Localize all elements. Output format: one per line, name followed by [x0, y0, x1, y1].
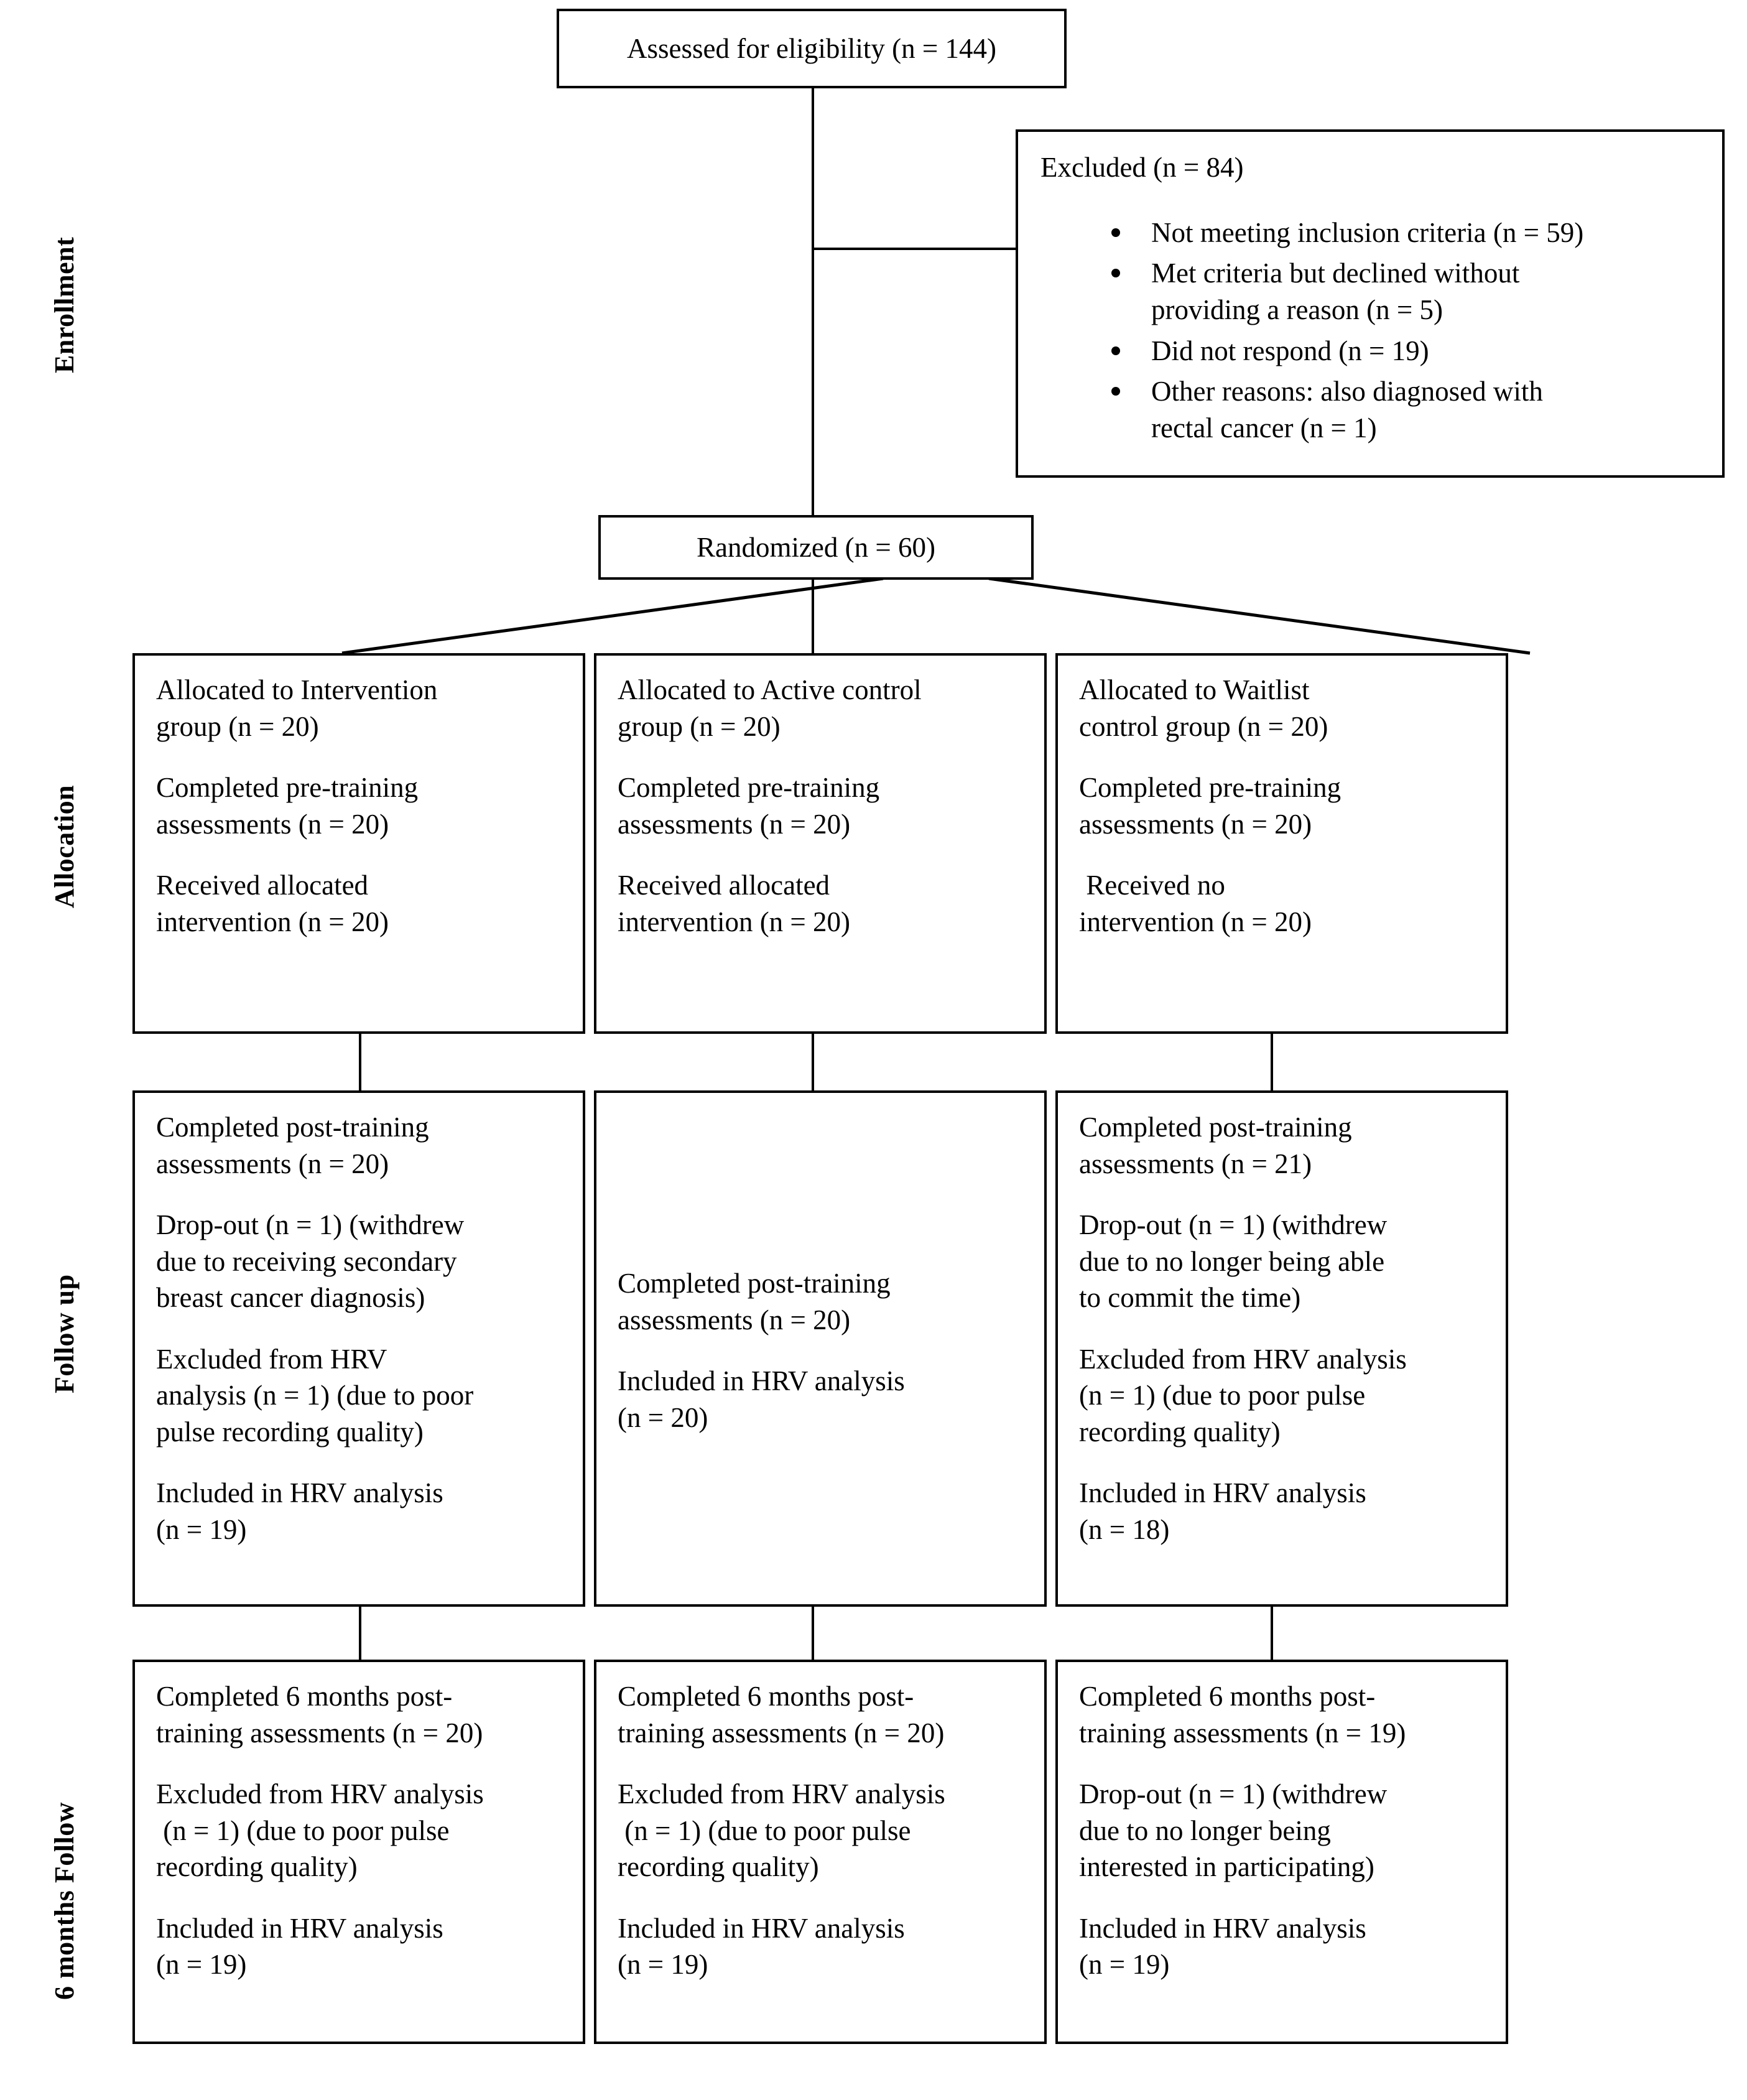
excluded-reasons-list: Not meeting inclusion criteria (n = 59) …: [1040, 215, 1701, 447]
followup-active-control-line: Included in HRV analysis (n = 20): [618, 1365, 905, 1433]
followup6-intervention-line: Excluded from HRV analysis (n = 1) (due …: [156, 1778, 484, 1882]
connector-followup-to-6months-left: [359, 1606, 361, 1661]
connector-randomized-to-active-allocation: [812, 578, 814, 653]
box-allocation-active-control: Allocated to Active control group (n = 2…: [594, 653, 1047, 1034]
allocation-active-control-line: Completed pre-training assessments (n = …: [618, 772, 880, 840]
box-followup-waitlist-control: Completed post-training assessments (n =…: [1055, 1090, 1508, 1607]
connector-followup-to-6months-right: [1271, 1606, 1273, 1661]
excluded-heading: Excluded (n = 84): [1040, 152, 1244, 183]
stage-label-followup-6-months: 6 months Follow: [49, 1802, 80, 2000]
followup-intervention-line: Drop-out (n = 1) (withdrew due to receiv…: [156, 1209, 465, 1313]
followup6-active-control-line: Excluded from HRV analysis (n = 1) (due …: [618, 1778, 945, 1882]
stage-label-enrollment: Enrollment: [49, 236, 80, 373]
allocation-intervention-line: Allocated to Intervention group (n = 20): [156, 674, 438, 742]
connector-alloc-to-followup-left: [359, 1033, 361, 1092]
connector-to-excluded-box: [812, 248, 1017, 250]
allocation-waitlist-line: Received no intervention (n = 20): [1079, 870, 1312, 937]
followup6-waitlist-line: Included in HRV analysis (n = 19): [1079, 1912, 1366, 1981]
followup-waitlist-line: Included in HRV analysis (n = 18): [1079, 1477, 1366, 1545]
followup-waitlist-line: Excluded from HRV analysis (n = 1) (due …: [1079, 1343, 1407, 1447]
followup-intervention-line: Completed post-training assessments (n =…: [156, 1112, 429, 1179]
box-followup-active-control: Completed post-training assessments (n =…: [594, 1090, 1047, 1607]
excluded-reason-item: Did not respond (n = 19): [1098, 333, 1701, 369]
followup6-waitlist-line: Completed 6 months post- training assess…: [1079, 1681, 1406, 1749]
assessed-for-eligibility-text: Assessed for eligibility (n = 144): [626, 32, 997, 64]
allocation-active-control-line: Received allocated intervention (n = 20): [618, 870, 851, 937]
box-randomized: Randomized (n = 60): [598, 515, 1034, 580]
excluded-reason-item: Other reasons: also diagnosed with recta…: [1098, 373, 1701, 447]
stage-label-followup: Follow up: [49, 1274, 80, 1393]
box-followup-intervention: Completed post-training assessments (n =…: [132, 1090, 585, 1607]
box-6months-waitlist-control: Completed 6 months post- training assess…: [1055, 1660, 1508, 2044]
followup-intervention-line: Excluded from HRV analysis (n = 1) (due …: [156, 1343, 474, 1447]
connector-assessed-to-randomized: [812, 87, 814, 516]
followup6-active-control-line: Completed 6 months post- training assess…: [618, 1681, 945, 1749]
allocation-active-control-line: Allocated to Active control group (n = 2…: [618, 674, 922, 742]
box-allocation-intervention: Allocated to Intervention group (n = 20)…: [132, 653, 585, 1034]
box-6months-active-control: Completed 6 months post- training assess…: [594, 1660, 1047, 2044]
box-allocation-waitlist-control: Allocated to Waitlist control group (n =…: [1055, 653, 1508, 1034]
allocation-waitlist-line: Completed pre-training assessments (n = …: [1079, 772, 1342, 840]
followup6-intervention-line: Included in HRV analysis (n = 19): [156, 1912, 443, 1981]
randomized-text: Randomized (n = 60): [696, 531, 936, 563]
allocation-intervention-line: Received allocated intervention (n = 20): [156, 870, 389, 937]
followup6-waitlist-line: Drop-out (n = 1) (withdrew due to no lon…: [1079, 1778, 1388, 1882]
connector-randomized-branches: [341, 577, 1531, 655]
excluded-reason-item: Not meeting inclusion criteria (n = 59): [1098, 215, 1701, 251]
followup6-intervention-line: Completed 6 months post- training assess…: [156, 1681, 483, 1749]
followup-active-control-line: Completed post-training assessments (n =…: [618, 1268, 891, 1336]
followup-waitlist-line: Completed post-training assessments (n =…: [1079, 1112, 1352, 1179]
connector-alloc-to-followup-right: [1271, 1033, 1273, 1092]
box-excluded: Excluded (n = 84) Not meeting inclusion …: [1016, 129, 1725, 478]
connector-followup-to-6months-middle: [812, 1606, 814, 1661]
allocation-waitlist-line: Allocated to Waitlist control group (n =…: [1079, 674, 1328, 742]
box-assessed-for-eligibility: Assessed for eligibility (n = 144): [557, 9, 1067, 88]
excluded-reason-item: Met criteria but declined without provid…: [1098, 255, 1701, 329]
followup-waitlist-line: Drop-out (n = 1) (withdrew due to no lon…: [1079, 1209, 1388, 1313]
allocation-intervention-line: Completed pre-training assessments (n = …: [156, 772, 419, 840]
box-6months-intervention: Completed 6 months post- training assess…: [132, 1660, 585, 2044]
followup-intervention-line: Included in HRV analysis (n = 19): [156, 1477, 443, 1545]
followup6-active-control-line: Included in HRV analysis (n = 19): [618, 1912, 905, 1981]
stage-label-allocation: Allocation: [49, 784, 80, 908]
connector-alloc-to-followup-middle: [812, 1033, 814, 1092]
